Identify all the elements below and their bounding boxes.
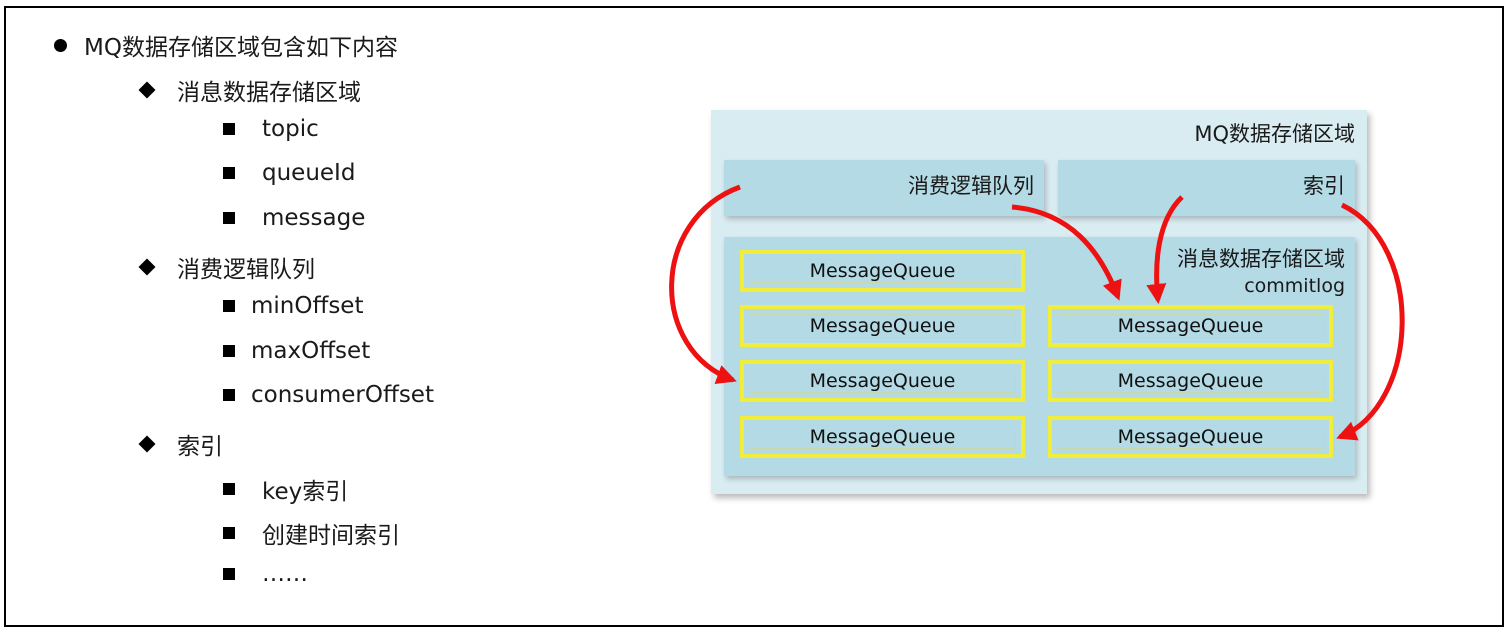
bullet-item: consumerOffset	[223, 382, 434, 408]
message-queue-box: MessageQueue	[1048, 416, 1333, 458]
bullet-square-icon	[223, 123, 235, 135]
message-queue-box: MessageQueue	[740, 250, 1025, 292]
mq-storage-area-title: MQ数据存储区域	[1194, 122, 1355, 146]
bullet-dot-icon	[54, 38, 67, 52]
bullet-square-icon	[223, 212, 235, 224]
bullet-diamond-icon	[138, 258, 156, 276]
bullet-item: maxOffset	[223, 338, 370, 364]
bullet-item: 创建时间索引	[223, 516, 400, 550]
bullet-square-icon	[223, 568, 235, 580]
bullet-text: message	[262, 205, 366, 231]
bullet-text: 索引	[177, 434, 223, 460]
bullet-text: key索引	[262, 479, 349, 505]
bullet-text: minOffset	[251, 293, 364, 319]
bullet-text: maxOffset	[251, 338, 371, 364]
bullet-text: topic	[262, 116, 319, 142]
consume-queue-title: 消费逻辑队列	[908, 174, 1034, 198]
bullet-square-icon	[223, 483, 235, 495]
bullet-item: queueId	[223, 160, 355, 186]
bullet-square-icon	[223, 389, 235, 401]
message-queue-box: MessageQueue	[740, 305, 1025, 347]
bullet-square-icon	[223, 167, 235, 179]
bullet-item: 索引	[138, 427, 223, 461]
bullet-item: MQ数据存储区域包含如下内容	[54, 28, 398, 62]
commitlog-label: commitlog	[1244, 275, 1345, 297]
bullet-text: ……	[262, 561, 308, 587]
bullet-text: queueId	[262, 160, 356, 186]
bullet-item: message	[223, 205, 365, 231]
bullet-item: 消息数据存储区域	[138, 73, 361, 107]
bullet-text: 创建时间索引	[262, 523, 400, 549]
message-queue-box: MessageQueue	[1048, 305, 1333, 347]
bullet-item: minOffset	[223, 293, 363, 319]
bullet-diamond-icon	[138, 81, 156, 99]
bullet-text: 消息数据存储区域	[177, 80, 361, 106]
index-title: 索引	[1303, 174, 1345, 198]
message-queue-box: MessageQueue	[740, 416, 1025, 458]
bullet-diamond-icon	[138, 435, 156, 453]
bullet-text: MQ数据存储区域包含如下内容	[84, 35, 398, 61]
bullet-item: ……	[223, 561, 308, 587]
bullet-item: topic	[223, 116, 319, 142]
bullet-item: 消费逻辑队列	[138, 250, 315, 284]
consume-queue-panel: 消费逻辑队列	[724, 160, 1044, 216]
bullet-square-icon	[223, 527, 235, 539]
bullet-square-icon	[223, 300, 235, 312]
bullet-square-icon	[223, 345, 235, 357]
bullet-item: key索引	[223, 472, 348, 506]
slide-frame	[4, 6, 1504, 627]
message-storage-title: 消息数据存储区域	[1177, 247, 1345, 271]
message-queue-box: MessageQueue	[740, 360, 1025, 402]
bullet-text: 消费逻辑队列	[177, 257, 315, 283]
bullet-text: consumerOffset	[251, 382, 434, 408]
message-queue-box: MessageQueue	[1048, 360, 1333, 402]
index-panel: 索引	[1058, 160, 1355, 216]
